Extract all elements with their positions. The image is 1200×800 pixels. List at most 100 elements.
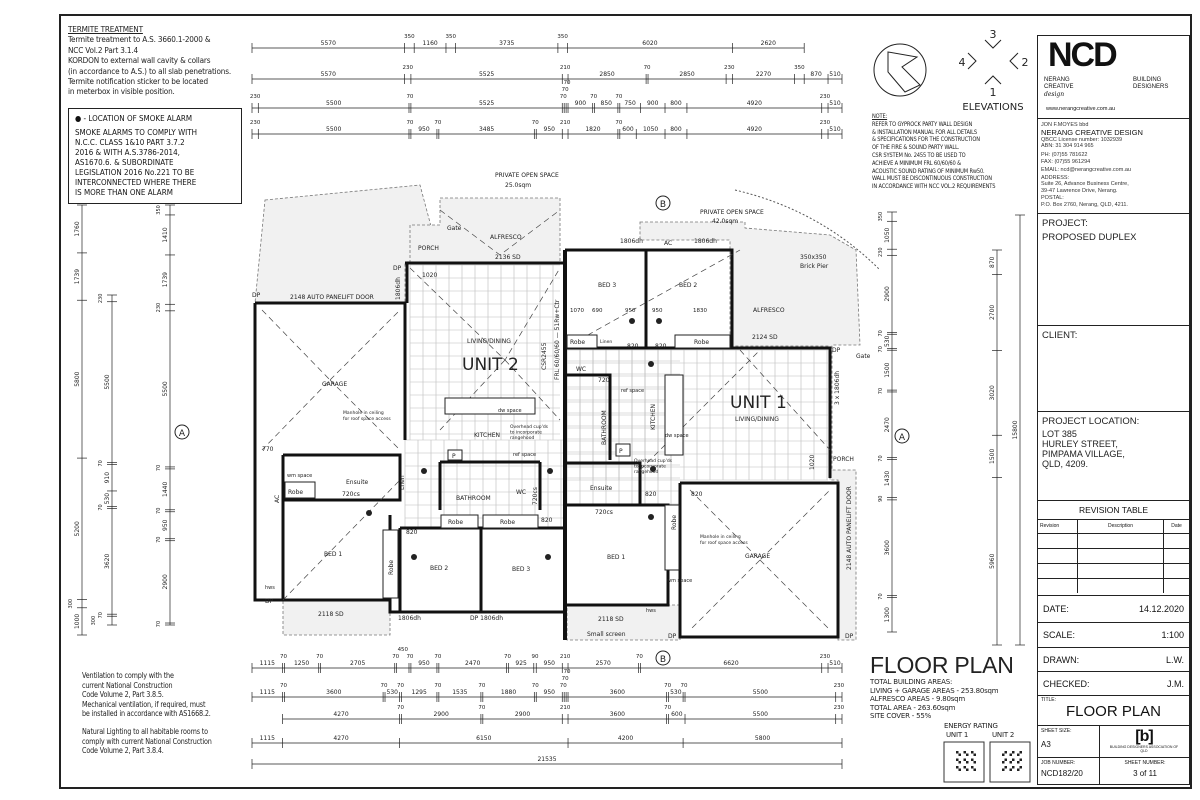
door-width-label: 820 [645,491,657,498]
dimension-value: 4200 [618,735,633,742]
table-cell [1164,549,1189,564]
note-line: OF THE FIRE & SOUND PARTY WALL. [872,143,960,152]
door-width-label: 820 [627,343,639,350]
washing-machine-space-label: wm space [667,578,692,584]
table-cell [1038,579,1078,593]
scale-row: SCALE:1:100 [1038,623,1189,648]
job-row: JOB NUMBER: NCD182/20 SHEET NUMBER: 3 of… [1038,758,1189,784]
unit2-garage-wall [253,303,283,602]
client-section: CLIENT: [1038,326,1189,412]
north-point-icon [873,43,927,97]
table-cell [1038,564,1078,579]
dimension-value: 5525 [479,100,494,107]
dimension-value: 1430 [884,471,891,486]
company-logo: NCD [1048,36,1118,74]
drawn-row: DRAWN:L.W. [1038,648,1189,672]
door-width-label: 770 [262,446,274,453]
unit1-entry-door-label: 1020 [809,455,816,470]
dimension-value: 530 [670,689,682,696]
address-label: ADDRESS: [1041,174,1070,181]
dimension-value: 800 [670,100,682,107]
dimension-value: 70 [560,683,567,689]
dimension-value: 2470 [884,417,891,432]
note-line: N.C.C. CLASS 1&10 PART 3.7.2 [75,138,185,147]
date-value: 14.12.2020 [1138,604,1184,614]
dimension-value: 3600 [326,689,341,696]
unit2-pantry [447,449,463,461]
area-line: SITE COVER - 55% [870,712,932,720]
sheet-border [59,14,1192,789]
dimension-value: 1500 [884,362,891,377]
unit1-alfresco-label: ALFRESCO [753,307,785,314]
dimension-value: 70 [434,120,441,126]
qr-module [973,753,976,756]
unit2-title: UNIT 2 [462,355,519,375]
elevation-mark: 3 [990,28,997,41]
table-cell [1164,579,1189,593]
dimension-value: 70 [98,504,104,510]
party-wall-note: NOTE: REFER TO GYPROCK PARTY WALL DESIGN… [872,112,995,191]
brick-pier-label: Brick Pier [800,263,829,270]
dimension-value: 1250 [294,660,309,667]
location-line: HURLEY STREET, [1042,439,1118,449]
unit1-bed1-label: BED 1 [607,554,625,561]
qr-module [973,768,976,771]
logo-text: DESIGNERS [1133,84,1169,90]
dimension-value: 350 [878,212,884,222]
dimension-value: 4920 [747,126,762,133]
qr-module [1019,766,1022,769]
dimension-value: 70 [590,94,597,100]
note-heading: NOTE: [872,112,888,120]
downpipe-label: DP [252,292,261,299]
qr-module [958,761,961,764]
dimension-value: 70 [560,94,567,100]
sheet-size-value: A3 [1041,740,1051,749]
robe-label: Robe [500,519,515,526]
outdoor-areas [254,184,861,641]
smoke-alarm-note: ● - LOCATION OF SMOKE ALARM SMOKE ALARMS… [68,108,242,204]
unit2-bathroom-walls [438,460,542,510]
section-marker-a-left [174,424,190,440]
dimension-value: 4920 [747,100,762,107]
dimension-value: 2270 [756,71,771,78]
qr-module [1004,751,1007,754]
note-line: Code Volume 2, Part 3.8.5. [82,690,164,700]
note-line: 2016 & WITH A.S.3786-2014, [75,148,180,157]
dimension-value: 70 [434,683,441,689]
note-line: Code Volume 2, Part 3.8.4. [82,746,164,756]
brick-pier-label: 350x350 [800,254,827,261]
dimension-value: 6620 [723,660,738,667]
dimension-value: 510 [829,660,841,667]
location-label: PROJECT LOCATION: [1042,416,1140,427]
logo-left-text: NERANG CREATIVE design [1044,77,1074,98]
downpipe-label: DP [393,265,402,272]
table-cell [1038,534,1078,549]
unit1-title: UNIT 1 [730,393,787,413]
manhole-note: for roof space access [343,416,391,422]
downpipe-label: DP [668,633,677,640]
dimension-value: 70 [406,94,413,100]
note-line: Natural Lighting to all habitable rooms … [82,726,208,736]
postal-label: POSTAL: [1041,195,1064,202]
qr-module [966,753,969,756]
dimension-value: 5500 [162,381,169,396]
dimension-value: 230 [878,247,884,257]
dimension-value: 300 [68,599,74,609]
section-marker-label: B [660,655,666,665]
unit1-bedroom-walls [565,250,732,350]
qr-module [1002,753,1005,756]
section-marker-label: A [899,433,906,443]
drawing-title: FLOOR PLAN [870,652,1014,678]
note-line: Ventilation to comply with the [82,671,174,680]
note-line: & INSTALLATION MANUAL FOR ALL DETAILS [872,127,977,136]
window-label: 1806dh [620,238,643,245]
window-label: DP 1806dh [470,615,503,622]
overhead-note: Overhead cup'ds [634,458,673,464]
qr-module [1002,768,1005,771]
dimension-value: 70 [532,683,539,689]
revision-table-grid: Revision Description Date [1038,520,1189,593]
note-line: WALL MUST BE DISCONTINUOUS CONSTRUCTION [872,174,992,183]
qr-module [971,758,974,761]
pantry-label: P [452,453,456,460]
